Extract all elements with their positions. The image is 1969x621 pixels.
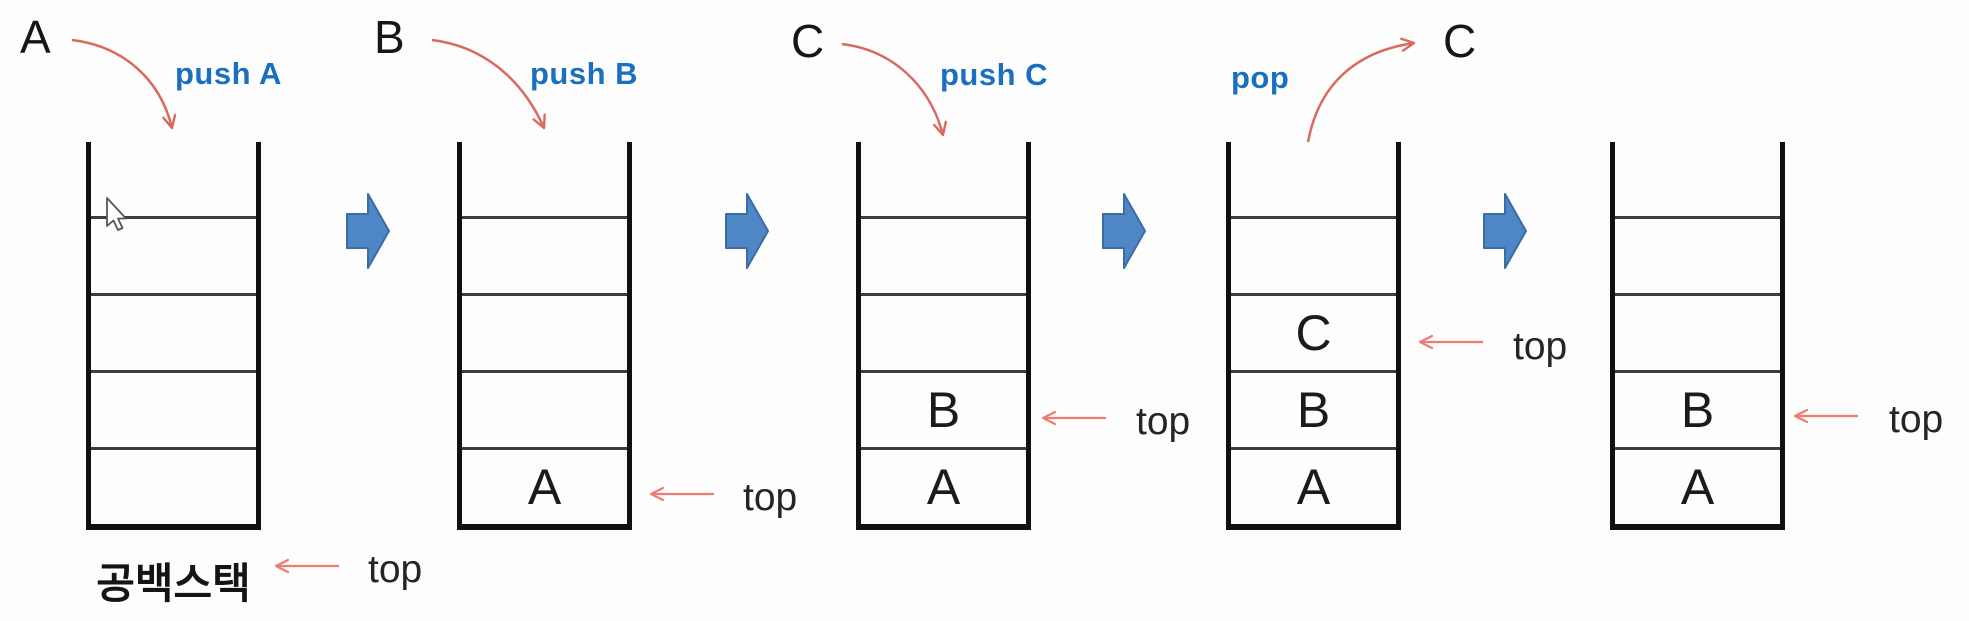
stack-cell [1615, 142, 1780, 216]
next-step-arrow-icon [346, 193, 390, 269]
push-arrow-icon [431, 38, 546, 130]
stack-cell [1615, 293, 1780, 370]
push-arrow-icon [71, 38, 177, 130]
stack-cell: B [1615, 370, 1780, 447]
popped-item-letter-c: C [1443, 15, 1477, 67]
stack-cell [462, 293, 627, 370]
stack-cell: C [1231, 293, 1396, 370]
pop-arrow-icon [1306, 37, 1416, 143]
stack-cell: A [1231, 447, 1396, 524]
stack-cell: B [1231, 370, 1396, 447]
stack-2: A [457, 142, 632, 530]
incoming-item-letter-b: B [374, 11, 405, 63]
top-pointer-label: top [743, 476, 798, 519]
operation-label-push-b: push B [530, 56, 639, 91]
stack-cell: A [1615, 447, 1780, 524]
operation-label-push-c: push C [940, 57, 1049, 92]
stack-cell [1615, 216, 1780, 293]
empty-stack-caption: 공백스택 [96, 560, 251, 607]
stack-3: B A [856, 142, 1031, 530]
stack-cell [462, 216, 627, 293]
incoming-item-letter-a: A [20, 11, 51, 63]
next-step-arrow-icon [1483, 193, 1527, 269]
stack-1 [86, 142, 261, 530]
stack-cell: A [462, 447, 627, 524]
stack-cell: B [861, 370, 1026, 447]
top-pointer-label: top [1513, 325, 1568, 368]
operation-label-pop: pop [1231, 60, 1290, 95]
stack-cell [861, 142, 1026, 216]
stack-cell [91, 293, 256, 370]
stack-cell [91, 370, 256, 447]
stack-cell [91, 216, 256, 293]
push-arrow-icon [841, 42, 947, 137]
next-step-arrow-icon [1102, 193, 1146, 269]
top-pointer-label: top [1889, 398, 1944, 441]
stack-5: B A [1610, 142, 1785, 530]
stack-cell [861, 293, 1026, 370]
stack-cell [1231, 216, 1396, 293]
stack-cell [861, 216, 1026, 293]
operation-label-push-a: push A [175, 56, 282, 91]
stack-cell [91, 142, 256, 216]
stack-cell [1231, 142, 1396, 216]
next-step-arrow-icon [725, 193, 769, 269]
incoming-item-letter-c: C [791, 15, 825, 67]
stack-4: C B A [1226, 142, 1401, 530]
stack-cell [462, 142, 627, 216]
stack-cell [91, 447, 256, 524]
top-pointer-label: top [368, 548, 423, 591]
stack-cell: A [861, 447, 1026, 524]
stack-cell [462, 370, 627, 447]
top-pointer-label: top [1136, 400, 1191, 443]
